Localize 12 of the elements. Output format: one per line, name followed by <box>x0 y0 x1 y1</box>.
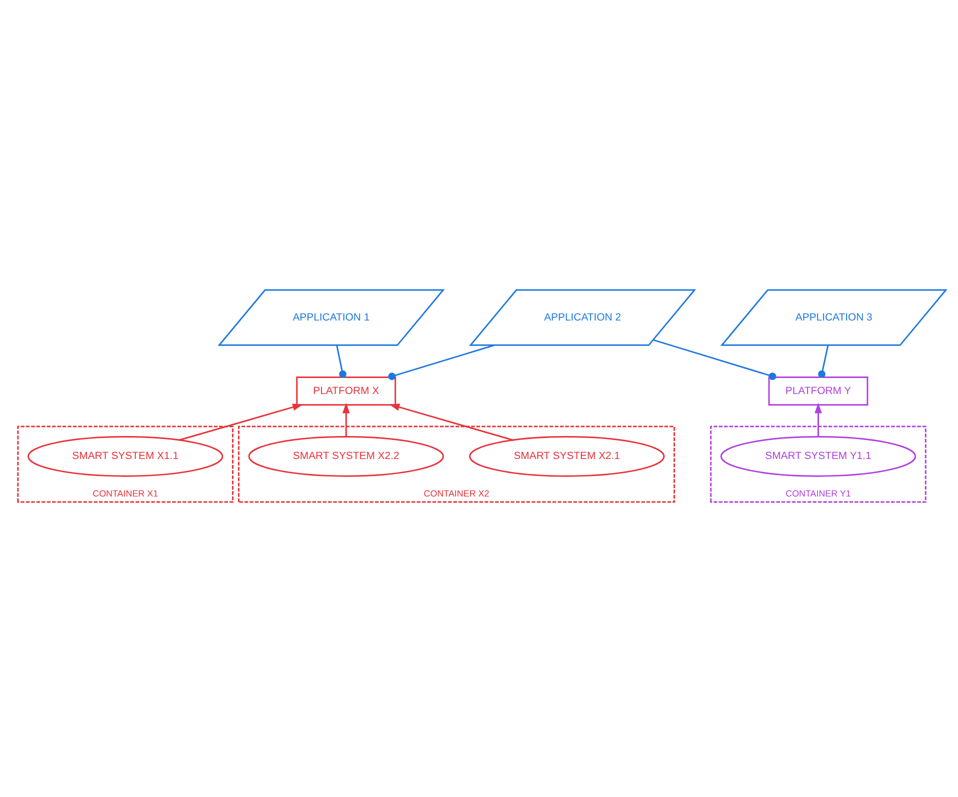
node-ellipse: SMART SYSTEM X1.1 <box>27 436 224 476</box>
connector <box>653 338 776 380</box>
arrow <box>342 402 350 436</box>
node-ellipse: SMART SYSTEM Y1.1 <box>720 436 916 476</box>
arrow <box>814 402 822 436</box>
connector <box>818 344 829 378</box>
connector <box>388 344 494 380</box>
node-ellipse: SMART SYSTEM X2.1 <box>469 436 665 476</box>
connector <box>336 344 346 378</box>
node-ellipse: SMART SYSTEM X2.2 <box>248 436 444 476</box>
node-box: PLATFORM Y <box>768 376 868 406</box>
node-box: PLATFORM X <box>296 376 396 406</box>
